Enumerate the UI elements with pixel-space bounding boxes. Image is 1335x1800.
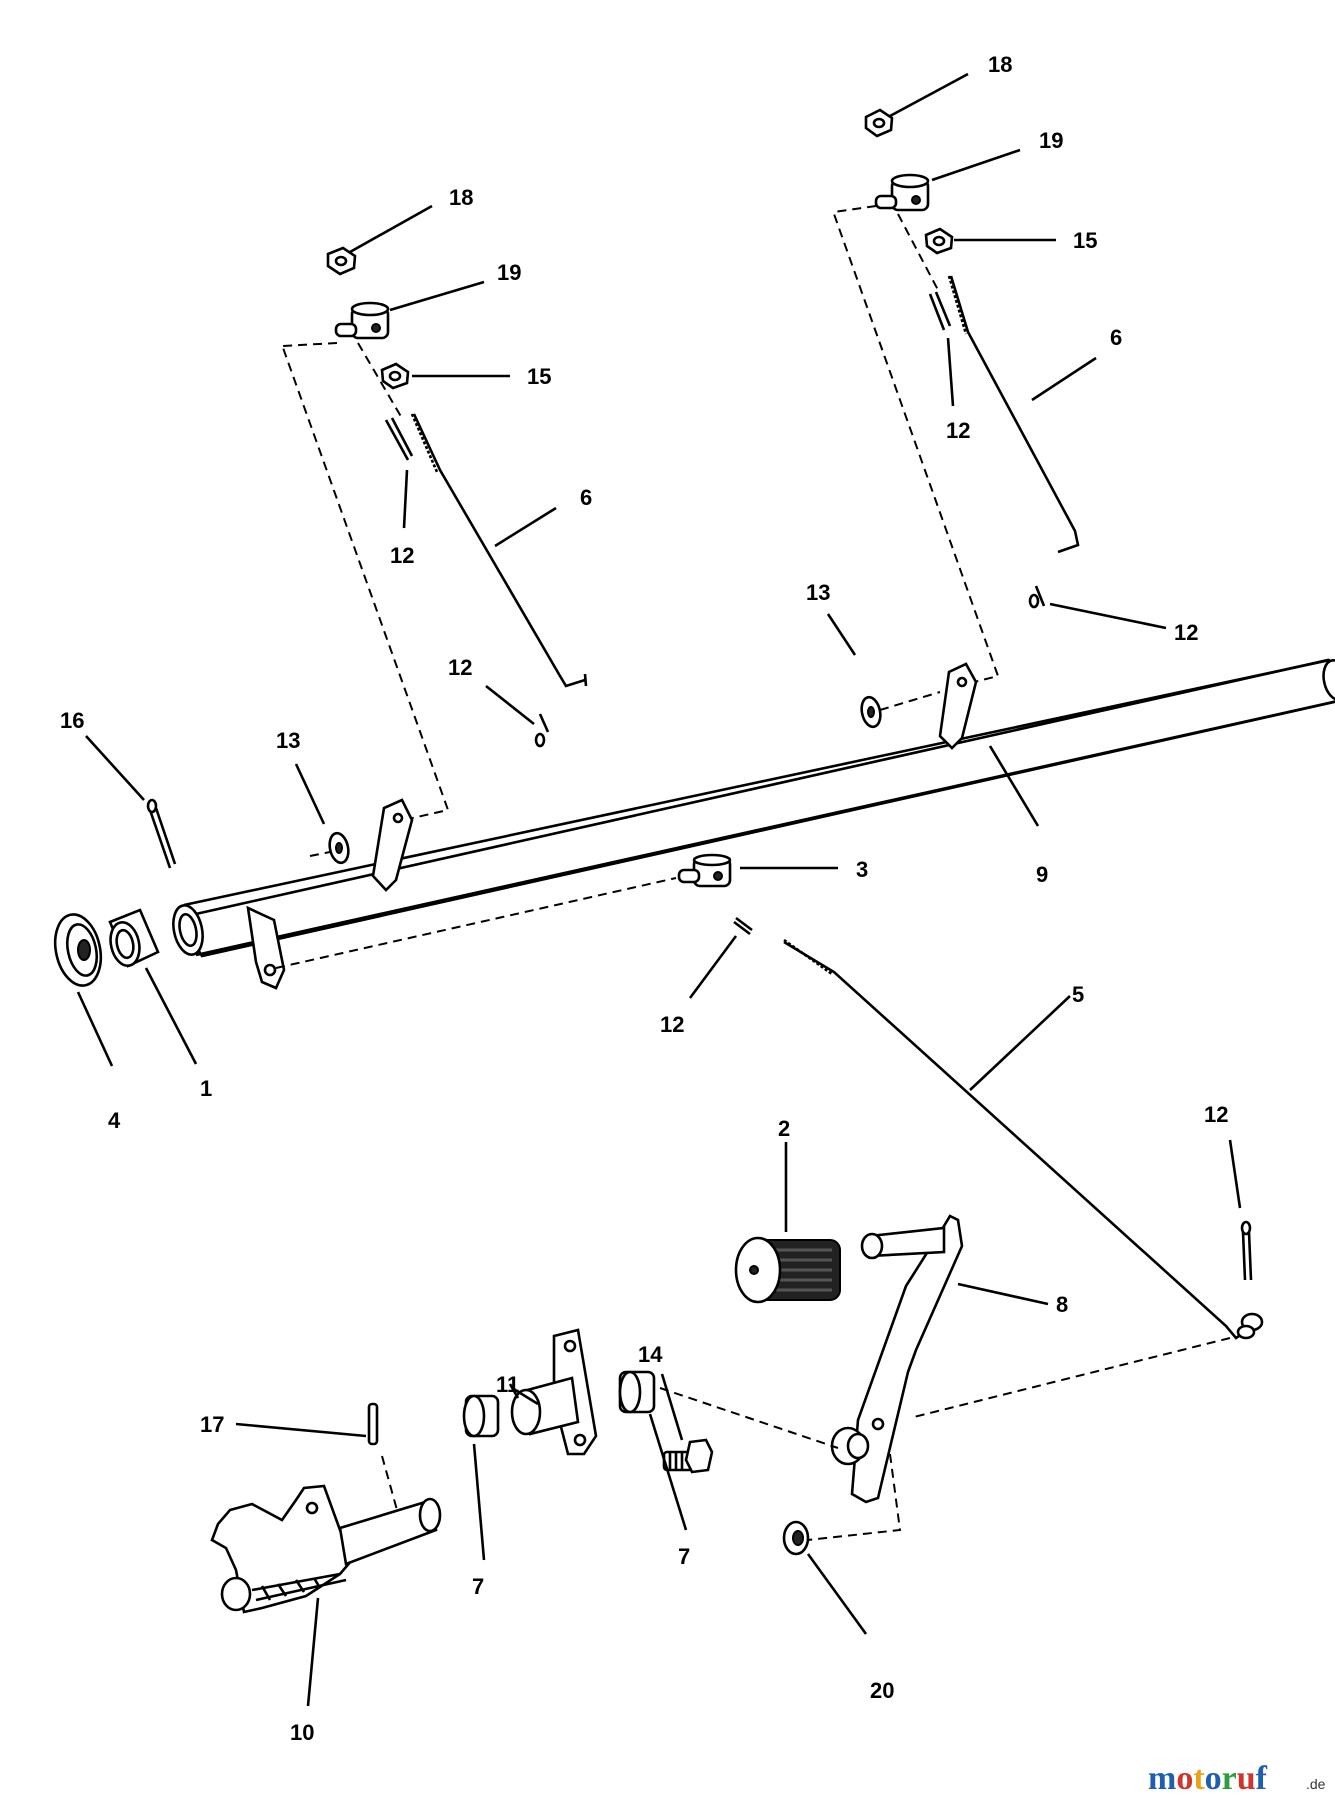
lift-rod-5 — [783, 938, 1264, 1340]
washer-13-right — [860, 695, 882, 729]
bracket-10 — [210, 1484, 442, 1614]
callout-4: 4 — [108, 1108, 121, 1133]
callout-10: 10 — [290, 1720, 314, 1745]
callout-15-right: 15 — [1073, 228, 1097, 253]
callout-18-left: 18 — [449, 185, 473, 210]
callout-12-right-lower: 12 — [1174, 620, 1198, 645]
callout-numbers: 18 19 15 12 6 18 19 15 12 6 12 13 13 12 … — [60, 52, 1228, 1745]
cotter-pin-12-right-upper — [928, 291, 952, 331]
callout-7-right: 7 — [678, 1544, 690, 1569]
callout-12-left-lower: 12 — [448, 655, 472, 680]
callout-9: 9 — [1036, 862, 1048, 887]
pedal-arm-8 — [830, 1214, 964, 1504]
shaft-bracket-left — [371, 798, 414, 892]
callout-12-far-right: 12 — [1204, 1102, 1228, 1127]
callout-20: 20 — [870, 1678, 894, 1703]
bushing-1 — [108, 908, 160, 968]
connection-dash-right — [833, 205, 1000, 689]
nut-15-right — [924, 227, 954, 255]
callout-19-right: 19 — [1039, 128, 1063, 153]
watermark-letter: o — [1176, 1760, 1193, 1797]
pedal-pad-2 — [734, 1236, 841, 1304]
lift-shaft-9 — [172, 658, 1335, 990]
callout-leaders — [76, 72, 1242, 1707]
bolt-14 — [662, 1438, 714, 1474]
connection-dash-shaft-3 — [275, 877, 677, 969]
trunnion-19-right — [874, 173, 930, 212]
shaft-bracket-right — [938, 662, 978, 750]
callout-16: 16 — [60, 708, 84, 733]
callout-1: 1 — [200, 1076, 212, 1101]
washer-13-left — [328, 831, 350, 865]
cotter-pin-12-right-lower — [1028, 585, 1046, 609]
callout-17: 17 — [200, 1412, 224, 1437]
lift-rod-6-right — [947, 275, 1080, 554]
callout-18-right: 18 — [988, 52, 1012, 77]
svg-text:motoruf: motoruf — [1148, 1760, 1268, 1797]
callout-15-left: 15 — [527, 364, 551, 389]
trunnion-19-left — [334, 301, 390, 340]
callout-7-left: 7 — [472, 1574, 484, 1599]
cotter-pin-16 — [146, 798, 177, 869]
left-lift-link-assembly — [281, 246, 588, 823]
callout-13-left: 13 — [276, 728, 300, 753]
nut-15-left — [380, 362, 410, 390]
watermark-letter: m — [1148, 1760, 1176, 1797]
connection-dash-left — [281, 342, 450, 823]
watermark-letter: u — [1237, 1760, 1256, 1797]
callout-12-center: 12 — [660, 1012, 684, 1037]
cotter-pin-12-right — [1240, 1220, 1253, 1281]
callout-11: 11 — [496, 1372, 519, 1397]
cotter-pin-12-left-upper — [384, 417, 414, 461]
bushing-7-left — [462, 1394, 500, 1438]
nut-18-right — [864, 108, 894, 138]
callout-12-right-upper: 12 — [946, 418, 970, 443]
connection-dash-pedal-rod — [909, 1337, 1231, 1419]
motoruf-watermark: motoruf .de — [1148, 1760, 1326, 1797]
cotter-pin-12-center — [733, 916, 753, 936]
washer-20 — [782, 1520, 810, 1556]
cotter-pin-12-left-lower — [534, 713, 550, 748]
watermark-letter: r — [1222, 1760, 1237, 1797]
trunnion-3 — [677, 853, 732, 888]
nut-18-left — [326, 246, 357, 276]
callout-6-right: 6 — [1110, 325, 1122, 350]
bearing-flange-11 — [510, 1328, 598, 1456]
right-lift-link-assembly — [833, 108, 1080, 689]
callout-5: 5 — [1072, 982, 1084, 1007]
callout-3: 3 — [856, 857, 868, 882]
callout-6-left: 6 — [580, 485, 592, 510]
lift-rod-6-left — [410, 413, 588, 688]
connection-dash-bushing-pedal — [659, 1387, 839, 1449]
watermark-letter: t — [1193, 1760, 1205, 1797]
watermark-letter: o — [1205, 1760, 1222, 1797]
watermark-suffix: .de — [1306, 1776, 1326, 1792]
callout-8: 8 — [1056, 1292, 1068, 1317]
callout-13-right: 13 — [806, 580, 830, 605]
pin-17 — [367, 1402, 379, 1446]
watermark-letter: f — [1256, 1760, 1268, 1797]
callout-19-left: 19 — [497, 260, 521, 285]
callout-12-left-upper: 12 — [390, 543, 414, 568]
washer-4 — [53, 913, 103, 987]
callout-2: 2 — [778, 1116, 790, 1141]
callout-14: 14 — [638, 1342, 663, 1367]
bushing-7-right — [618, 1370, 656, 1414]
